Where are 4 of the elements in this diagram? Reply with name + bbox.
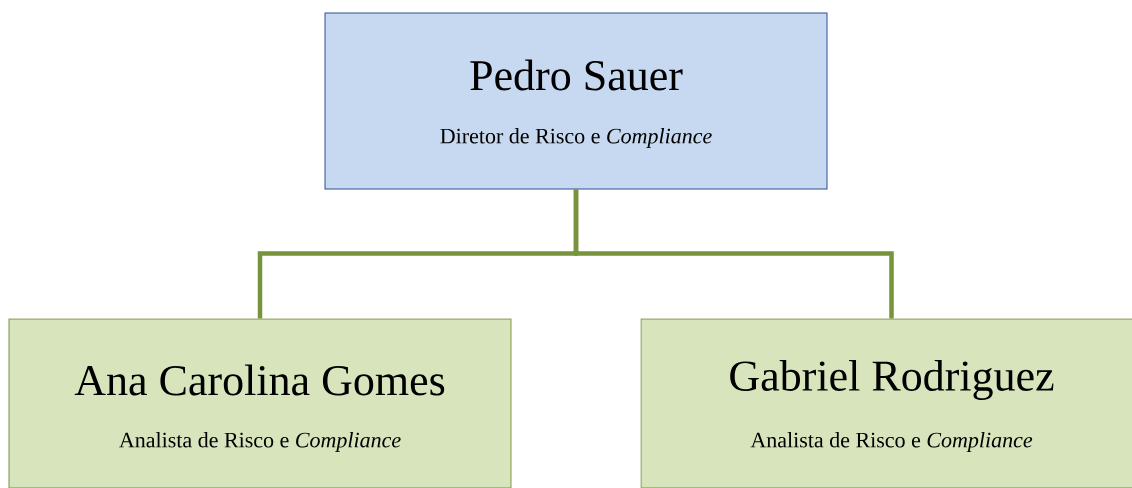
connector-line [573, 189, 894, 319]
org-box: Ana Carolina Gomes Analista de Risco e Compliance [8, 318, 512, 488]
org-box: Pedro Sauer Diretor de Risco e Compliance [324, 12, 828, 190]
org-box: Gabriel Rodriguez Analista de Risco e Compliance [640, 318, 1132, 488]
